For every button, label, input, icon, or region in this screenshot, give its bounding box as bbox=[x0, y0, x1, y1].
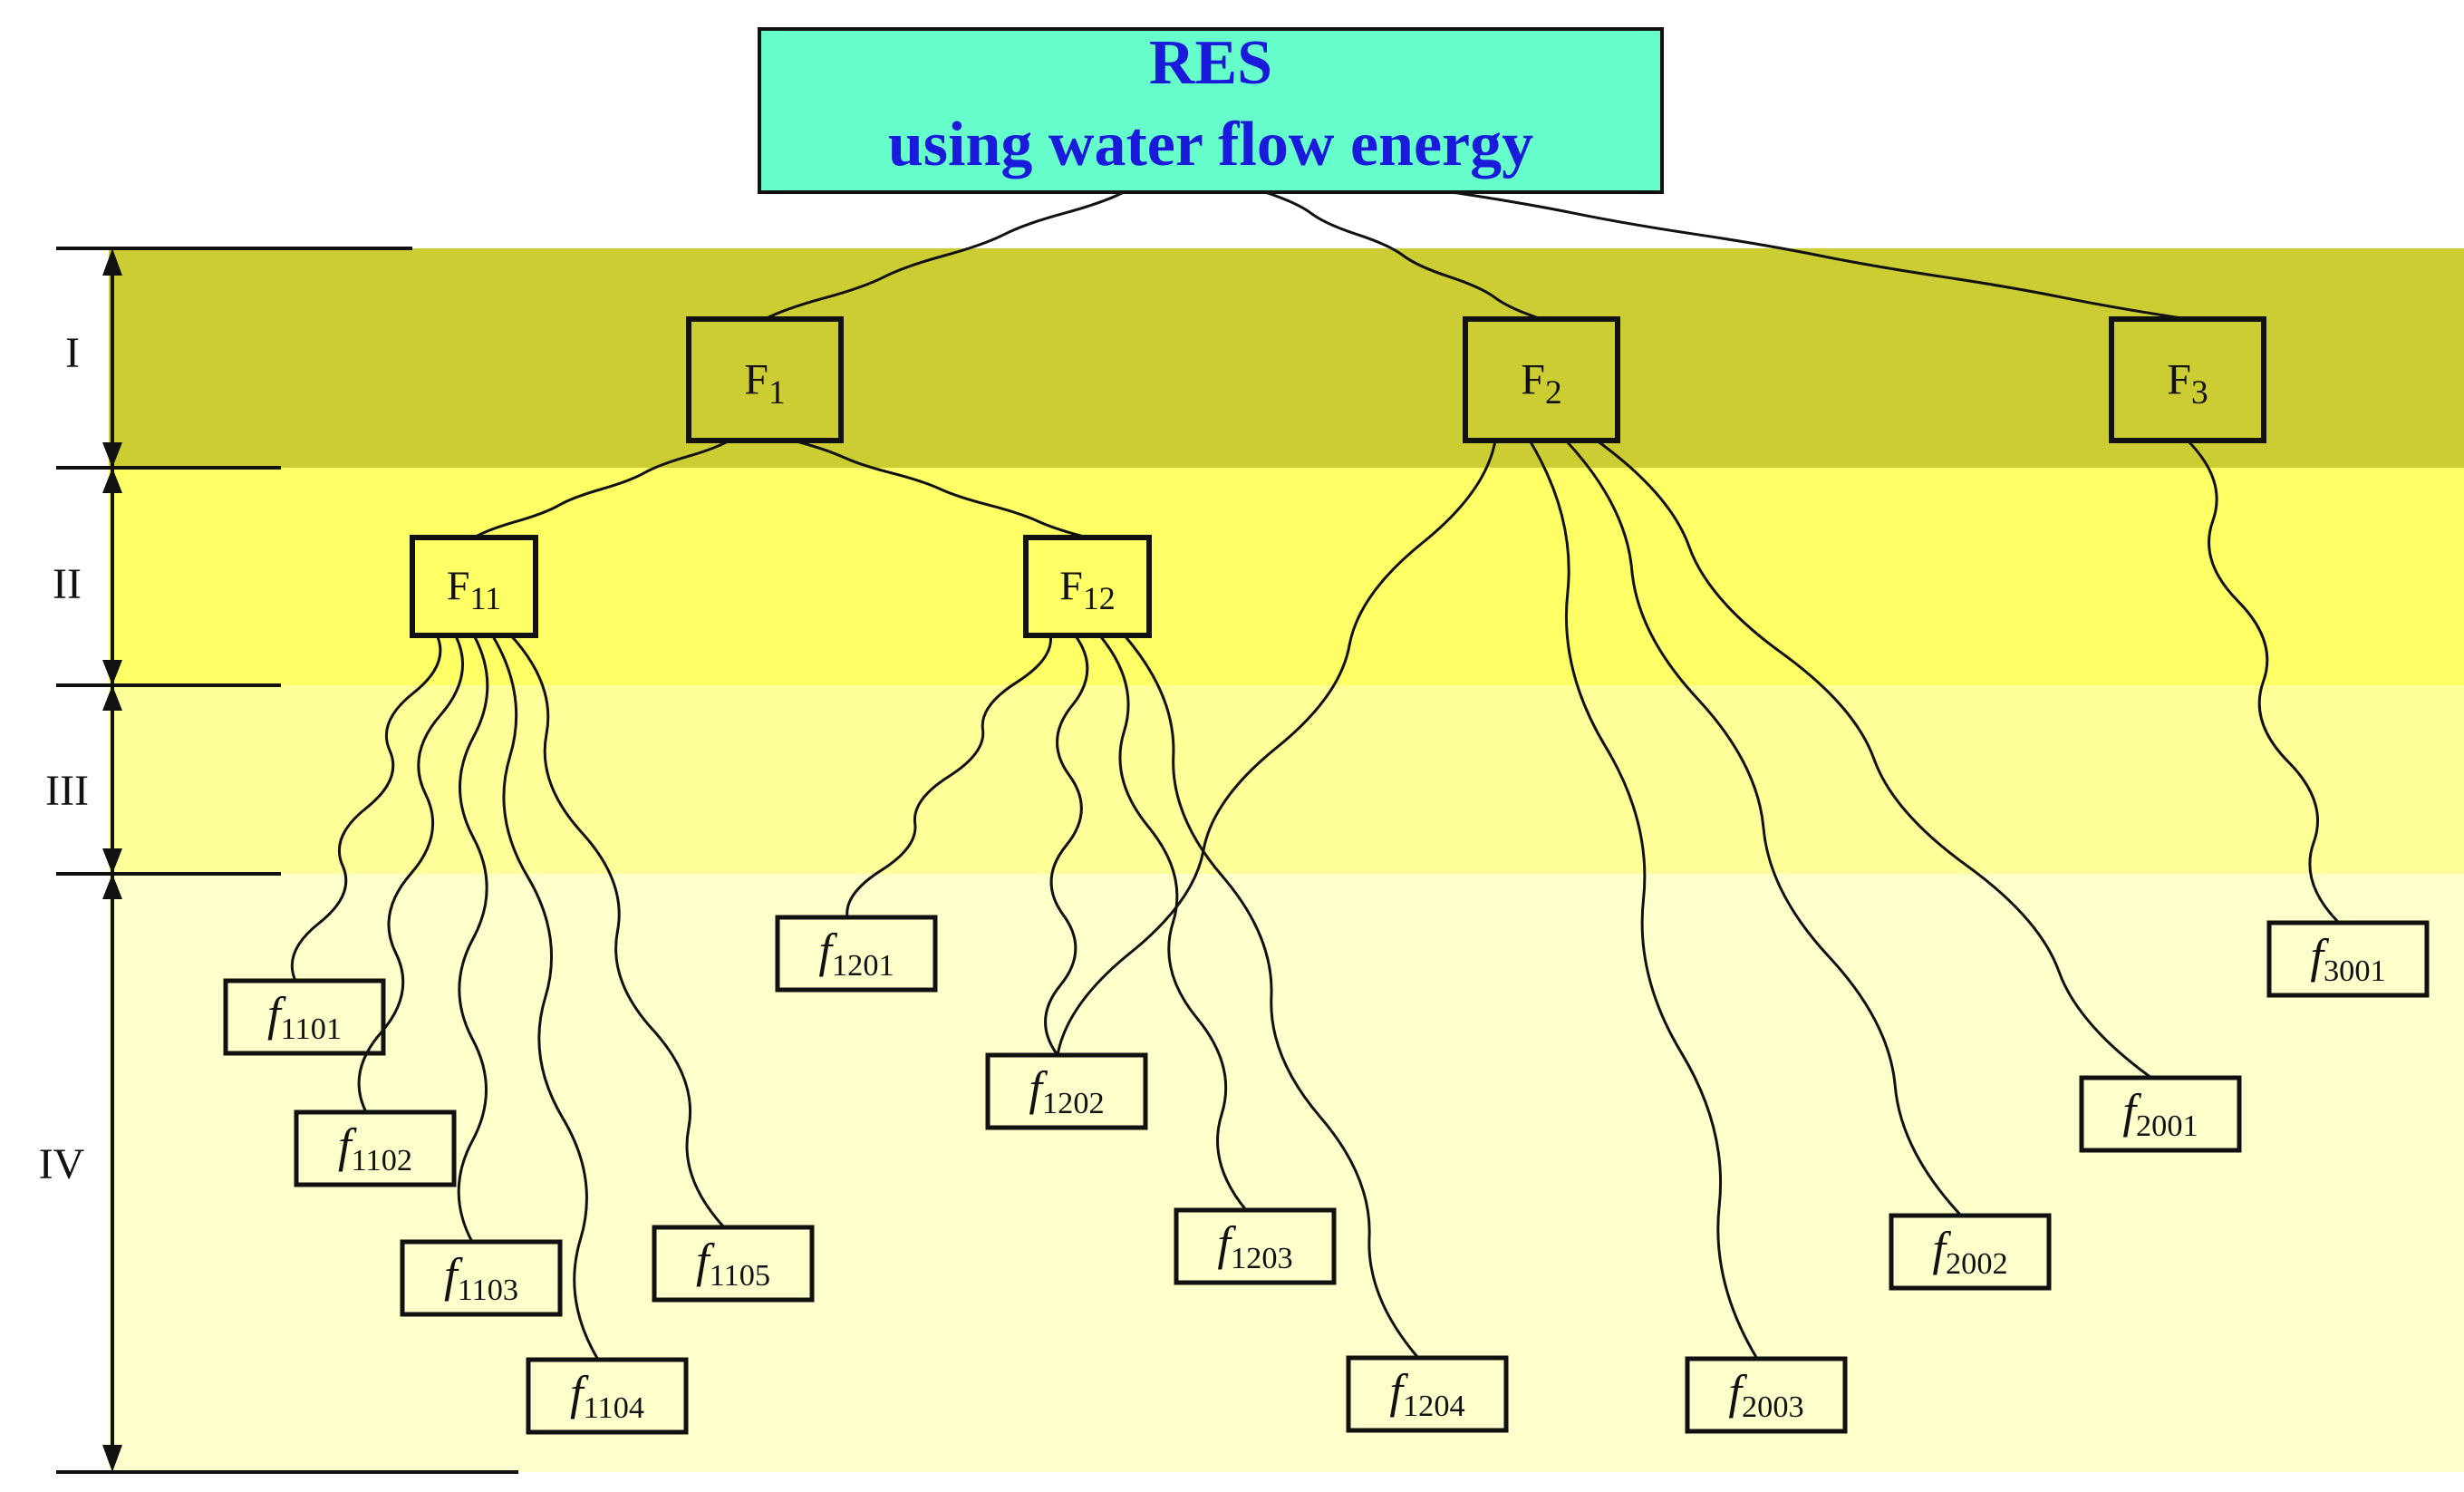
level-bands bbox=[109, 248, 2464, 1472]
node-label: f3001 bbox=[2310, 930, 2385, 988]
node-f2002: f2002 bbox=[1889, 1213, 2052, 1291]
node-f1102: f1102 bbox=[294, 1109, 457, 1187]
connector-f12-f1203 bbox=[1098, 635, 1248, 1211]
connector-f2-f2002 bbox=[1564, 439, 1963, 1217]
node-label: f1102 bbox=[338, 1119, 412, 1177]
node-box bbox=[985, 1052, 1148, 1130]
node-label: f2002 bbox=[1932, 1223, 2007, 1281]
level-label-i: I bbox=[65, 329, 80, 377]
connector-f11-f1101 bbox=[290, 635, 442, 982]
node-f1: F1 bbox=[686, 316, 844, 443]
node-box bbox=[1889, 1213, 2052, 1291]
node-box bbox=[223, 978, 386, 1056]
root-box bbox=[758, 27, 1664, 194]
root-node: RES using water flow energy bbox=[758, 27, 1664, 194]
node-box bbox=[652, 1225, 815, 1303]
node-f2001: f2001 bbox=[2079, 1075, 2242, 1153]
connectors bbox=[290, 190, 2341, 1361]
node-box bbox=[2109, 316, 2266, 443]
connector-f1-f11 bbox=[473, 439, 730, 539]
connector-f12-f1202 bbox=[1044, 635, 1089, 1056]
node-label: f2003 bbox=[1728, 1366, 1803, 1424]
node-box bbox=[1463, 316, 1620, 443]
connector-f11-f1102 bbox=[357, 635, 465, 1113]
node-f1203: f1203 bbox=[1174, 1207, 1337, 1285]
node-f12: F12 bbox=[1023, 535, 1152, 638]
node-box bbox=[1174, 1207, 1337, 1285]
node-f2003: f2003 bbox=[1685, 1356, 1848, 1434]
connector-f12-f1201 bbox=[845, 635, 1052, 918]
node-box bbox=[400, 1239, 563, 1317]
node-label: F2 bbox=[1521, 355, 1561, 412]
arrow-head-up bbox=[102, 248, 122, 276]
node-label: f2001 bbox=[2122, 1085, 2198, 1143]
connector-f11-f1103 bbox=[457, 635, 489, 1243]
level-band-iii bbox=[109, 685, 2464, 874]
level-scale bbox=[56, 247, 518, 1474]
connector-f3-f3001 bbox=[2186, 439, 2341, 925]
connector-f12-f1204 bbox=[1123, 635, 1420, 1359]
level-band-iv bbox=[109, 874, 2464, 1472]
arrow-head-down bbox=[102, 1445, 122, 1472]
node-box bbox=[2079, 1075, 2242, 1153]
root-subtitle: using water flow energy bbox=[888, 110, 1533, 179]
arrow-head bbox=[102, 660, 122, 685]
level-label-ii: II bbox=[53, 560, 82, 608]
node-box bbox=[686, 316, 844, 443]
node-label: F1 bbox=[744, 355, 785, 412]
root-title: RES bbox=[1149, 28, 1272, 98]
level-label-iv: IV bbox=[39, 1140, 85, 1188]
connector-f11-f1104 bbox=[491, 635, 600, 1361]
node-box bbox=[1346, 1355, 1509, 1433]
arrow-head bbox=[102, 685, 122, 711]
node-label: F11 bbox=[447, 563, 501, 616]
level-band-i bbox=[109, 248, 2464, 468]
connector-f11-f1105 bbox=[509, 634, 726, 1229]
level-labels: I II III IV bbox=[39, 329, 89, 1188]
node-f1201: f1201 bbox=[775, 915, 938, 993]
connector-f2-f2001 bbox=[1596, 439, 2152, 1080]
arrow-head bbox=[102, 874, 122, 899]
node-box bbox=[294, 1109, 457, 1187]
node-box bbox=[1685, 1356, 1848, 1434]
arrow-head bbox=[102, 468, 122, 493]
node-box bbox=[410, 535, 538, 638]
node-box bbox=[2266, 920, 2430, 998]
level-label-iii: III bbox=[45, 767, 89, 815]
node-label: F12 bbox=[1059, 563, 1115, 616]
node-f11: F11 bbox=[410, 535, 538, 638]
node-f3001: f3001 bbox=[2266, 920, 2430, 998]
arrow-head bbox=[102, 442, 122, 468]
node-f1202: f1202 bbox=[985, 1052, 1148, 1130]
node-f3: F3 bbox=[2109, 316, 2266, 443]
node-label: f1203 bbox=[1217, 1217, 1292, 1275]
node-label: F3 bbox=[2167, 355, 2208, 412]
connector-root-f2 bbox=[1264, 190, 1542, 321]
node-label: f1201 bbox=[818, 925, 894, 983]
connector-root-f3 bbox=[1451, 190, 2189, 321]
node-f1204: f1204 bbox=[1346, 1355, 1509, 1433]
arrow-head bbox=[102, 848, 122, 874]
connector-f2-f1202 bbox=[1056, 440, 1497, 1056]
connector-f1-f12 bbox=[792, 439, 1088, 539]
node-box bbox=[1023, 535, 1152, 638]
connector-root-f1 bbox=[764, 190, 1125, 321]
node-box bbox=[775, 915, 938, 993]
connector-f2-f2003 bbox=[1528, 440, 1759, 1360]
node-f2: F2 bbox=[1463, 316, 1620, 443]
node-box bbox=[526, 1357, 689, 1435]
